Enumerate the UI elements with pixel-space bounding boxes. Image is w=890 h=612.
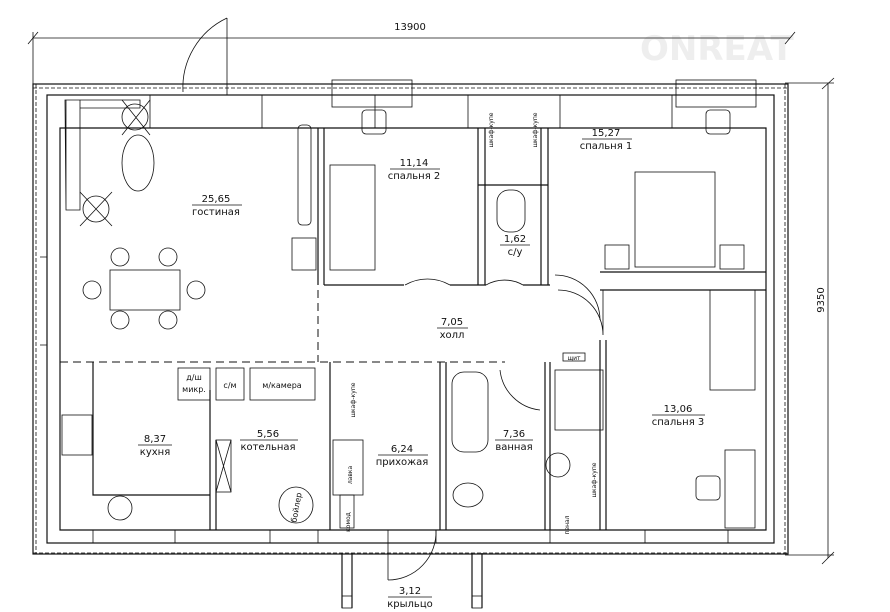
svg-text:15,27: 15,27 [592,128,621,139]
wardrobe-label: шкаф-купе [350,382,357,417]
room-label-kitchen: 8,37 кухня [138,434,172,458]
room-label-bedroom-1: 15,27 спальня 1 [580,128,633,152]
svg-text:прихожая: прихожая [376,457,429,468]
svg-text:13900: 13900 [394,22,426,33]
svg-text:ванная: ванная [495,442,532,453]
wardrobe-label: шкаф-купе [532,112,539,147]
dresser-label: комод [345,512,352,532]
room-label-porch: 3,12 крыльцо [387,586,433,610]
svg-text:котельная: котельная [240,442,295,453]
wardrobe-label: шкаф-купе [488,112,495,147]
svg-text:спальня 1: спальня 1 [580,141,633,152]
svg-text:25,65: 25,65 [202,194,231,205]
svg-text:13,06: 13,06 [664,404,693,415]
svg-text:с/у: с/у [508,247,523,258]
svg-text:спальня 2: спальня 2 [388,171,441,182]
cabinet-label: пенал [564,515,571,534]
svg-text:3,12: 3,12 [399,586,421,597]
boiler-tank [278,486,314,524]
panel-label: щит [567,355,581,362]
furniture [61,79,757,529]
exterior-walls [32,83,789,555]
svg-text:7,36: 7,36 [503,429,525,440]
room-label-boiler-room: 5,56 котельная [240,429,298,453]
room-label-bath: 7,36 ванная [495,429,533,453]
svg-text:спальня 3: спальня 3 [652,417,705,428]
svg-text:кухня: кухня [140,447,170,458]
bench-label: лавка [347,466,354,485]
dimension-height: 9350 [785,77,835,565]
microwave-label: микр. [182,385,206,394]
svg-text:гостиная: гостиная [192,207,240,218]
room-label-wc: 1,62 с/у [500,234,530,258]
svg-text:7,05: 7,05 [441,317,463,328]
svg-text:5,56: 5,56 [257,429,279,440]
svg-text:холл: холл [440,330,465,341]
room-label-entry: 6,24 прихожая [376,444,429,468]
room-label-bedroom-2: 11,14 спальня 2 [388,158,441,182]
svg-text:8,37: 8,37 [144,434,166,445]
watermark: ONREAT [640,29,794,69]
interior-walls [40,95,767,543]
washer-label: с/м [223,381,236,390]
svg-text:крыльцо: крыльцо [387,599,433,610]
room-label-living: 25,65 гостиная [192,194,242,218]
svg-text:9350: 9350 [816,287,827,312]
wardrobe-label: шкаф-купе [591,462,598,497]
boiler-label: бойлер [289,492,303,523]
dishwasher-label: д/ш [186,373,202,382]
svg-text:11,14: 11,14 [400,158,429,169]
svg-text:1,62: 1,62 [504,234,526,245]
doors [182,17,604,581]
svg-text:6,24: 6,24 [391,444,413,455]
room-label-hall: 7,05 холл [437,317,468,341]
room-label-bedroom-3: 13,06 спальня 3 [652,404,705,428]
dimension-width: 13900 [27,22,796,85]
freezer-label: м/камера [262,381,302,390]
porch [341,553,483,609]
